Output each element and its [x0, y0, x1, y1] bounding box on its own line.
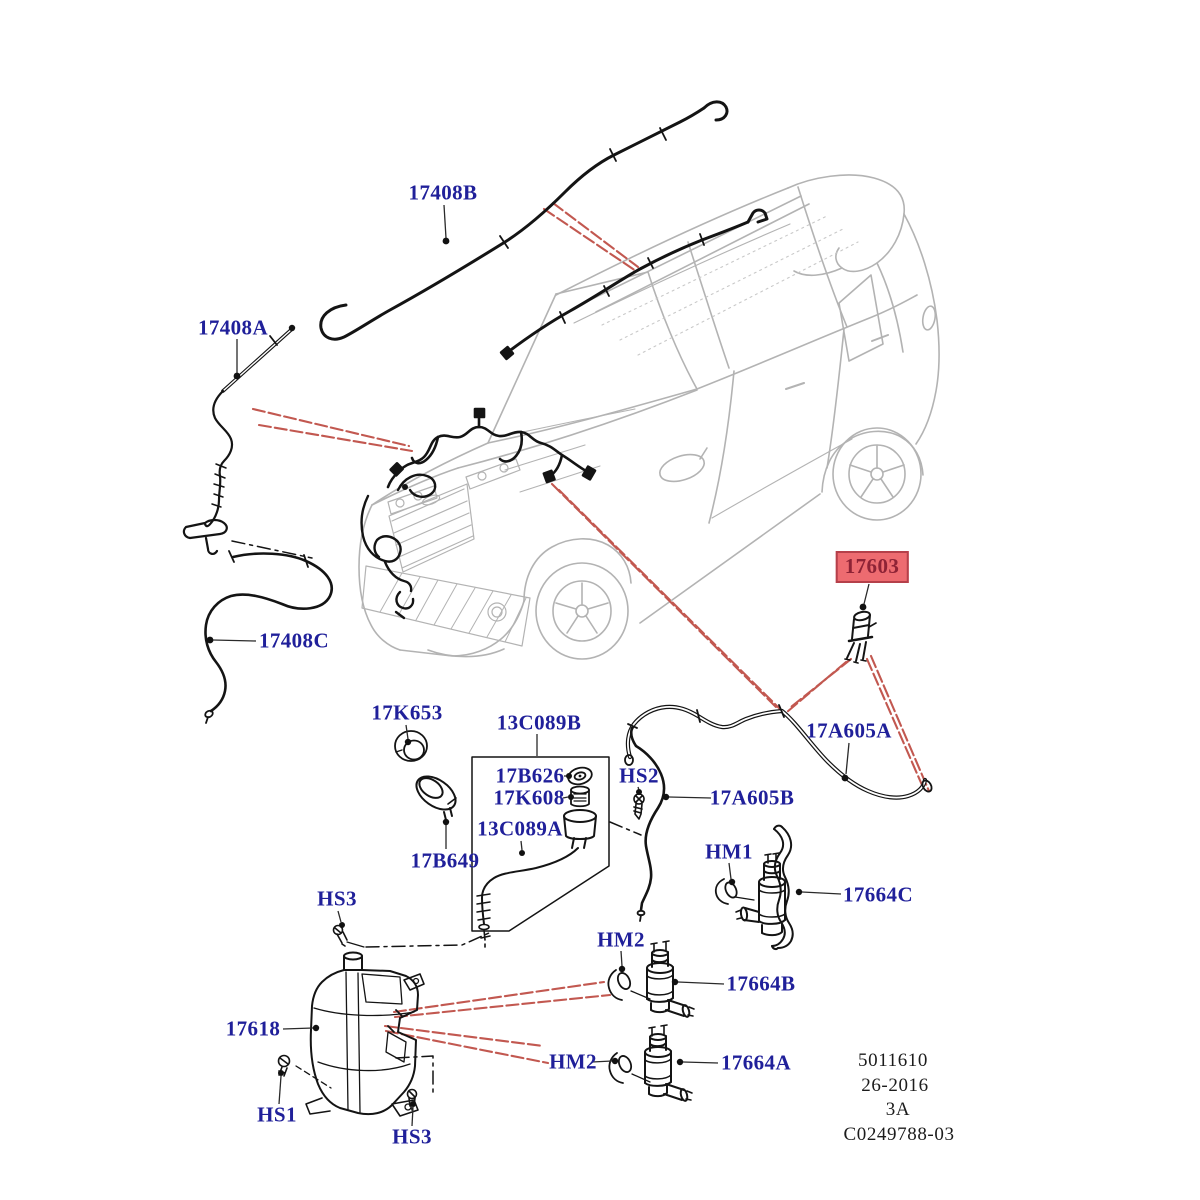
part-label-HM2-lower: HM2	[549, 1049, 597, 1074]
screw-HS3-upper-artwork	[332, 924, 365, 948]
screw-HS2-artwork	[633, 793, 645, 820]
grommet-HM1-artwork	[714, 878, 755, 905]
grommet-17B626-artwork	[567, 766, 593, 786]
pump-17664A-artwork	[644, 1024, 693, 1102]
part-label-13C089B: 13C089B	[496, 710, 582, 735]
part-label-17664B: 17664B	[726, 971, 796, 996]
part-label-17408B: 17408B	[408, 180, 478, 205]
filter-17K608-artwork	[570, 785, 590, 808]
footer-date-code: 26-2016	[861, 1075, 929, 1096]
car-illustration	[358, 174, 940, 660]
front-feed-hose-artwork	[624, 704, 933, 800]
assembly-reference-lines	[231, 540, 642, 1096]
part-label-HM1: HM1	[705, 839, 753, 864]
grommet-HM2-lower-artwork	[608, 1052, 651, 1084]
screw-HS1-artwork	[277, 1054, 332, 1089]
ring-17K653-artwork	[394, 730, 428, 762]
filler-tube-artwork	[476, 809, 597, 948]
hood-harness-artwork	[386, 407, 597, 489]
cowl-hose-artwork	[204, 550, 333, 724]
part-label-17K608: 17K608	[493, 785, 565, 810]
part-label-HS3-upper: HS3	[317, 886, 357, 911]
part-label-17B626: 17B626	[495, 763, 565, 788]
filler-kit-box	[471, 756, 610, 932]
part-label-17664C: 17664C	[842, 882, 914, 907]
footer-sheet-code: 3A	[885, 1099, 911, 1120]
part-label-17A605A: 17A605A	[806, 718, 892, 743]
part-label-HM2-upper: HM2	[597, 927, 645, 952]
rear-washer-hose-artwork	[319, 100, 729, 341]
part-label-17408C: 17408C	[258, 628, 330, 653]
part-label-HS2: HS2	[619, 763, 659, 788]
leader-dots	[206, 237, 867, 1107]
branch-hose-artwork	[627, 723, 666, 922]
part-label-17664A: 17664A	[720, 1050, 792, 1075]
part-label-17618: 17618	[225, 1016, 281, 1041]
footer-catalog-number: 5011610	[858, 1050, 928, 1071]
pump-17664B-artwork	[646, 940, 695, 1018]
level-sensor-artwork	[415, 775, 457, 821]
a-pillar-hose-artwork	[182, 324, 296, 555]
part-label-13C089A: 13C089A	[477, 816, 563, 841]
part-label-17K653: 17K653	[371, 700, 443, 725]
part-label-HS1: HS1	[257, 1102, 297, 1127]
washer-jet-nozzle-artwork	[844, 610, 877, 664]
part-label-17603-highlighted: 17603	[835, 551, 909, 583]
roof-hose-artwork	[499, 208, 769, 361]
grommet-HM2-upper-artwork	[607, 969, 651, 1001]
washer-reservoir-artwork	[305, 951, 425, 1117]
red-callout-lines	[251, 201, 931, 1065]
part-label-HS3-lower: HS3	[392, 1124, 432, 1149]
part-label-17B649: 17B649	[410, 848, 480, 873]
part-label-17A605B: 17A605B	[709, 785, 795, 810]
front-corner-assembly-artwork	[360, 473, 437, 620]
pump-17664C-artwork	[735, 824, 794, 951]
footer-drawing-number: C0249788-03	[843, 1124, 955, 1145]
part-label-17408A: 17408A	[197, 315, 269, 340]
leader-lines	[212, 204, 870, 1127]
